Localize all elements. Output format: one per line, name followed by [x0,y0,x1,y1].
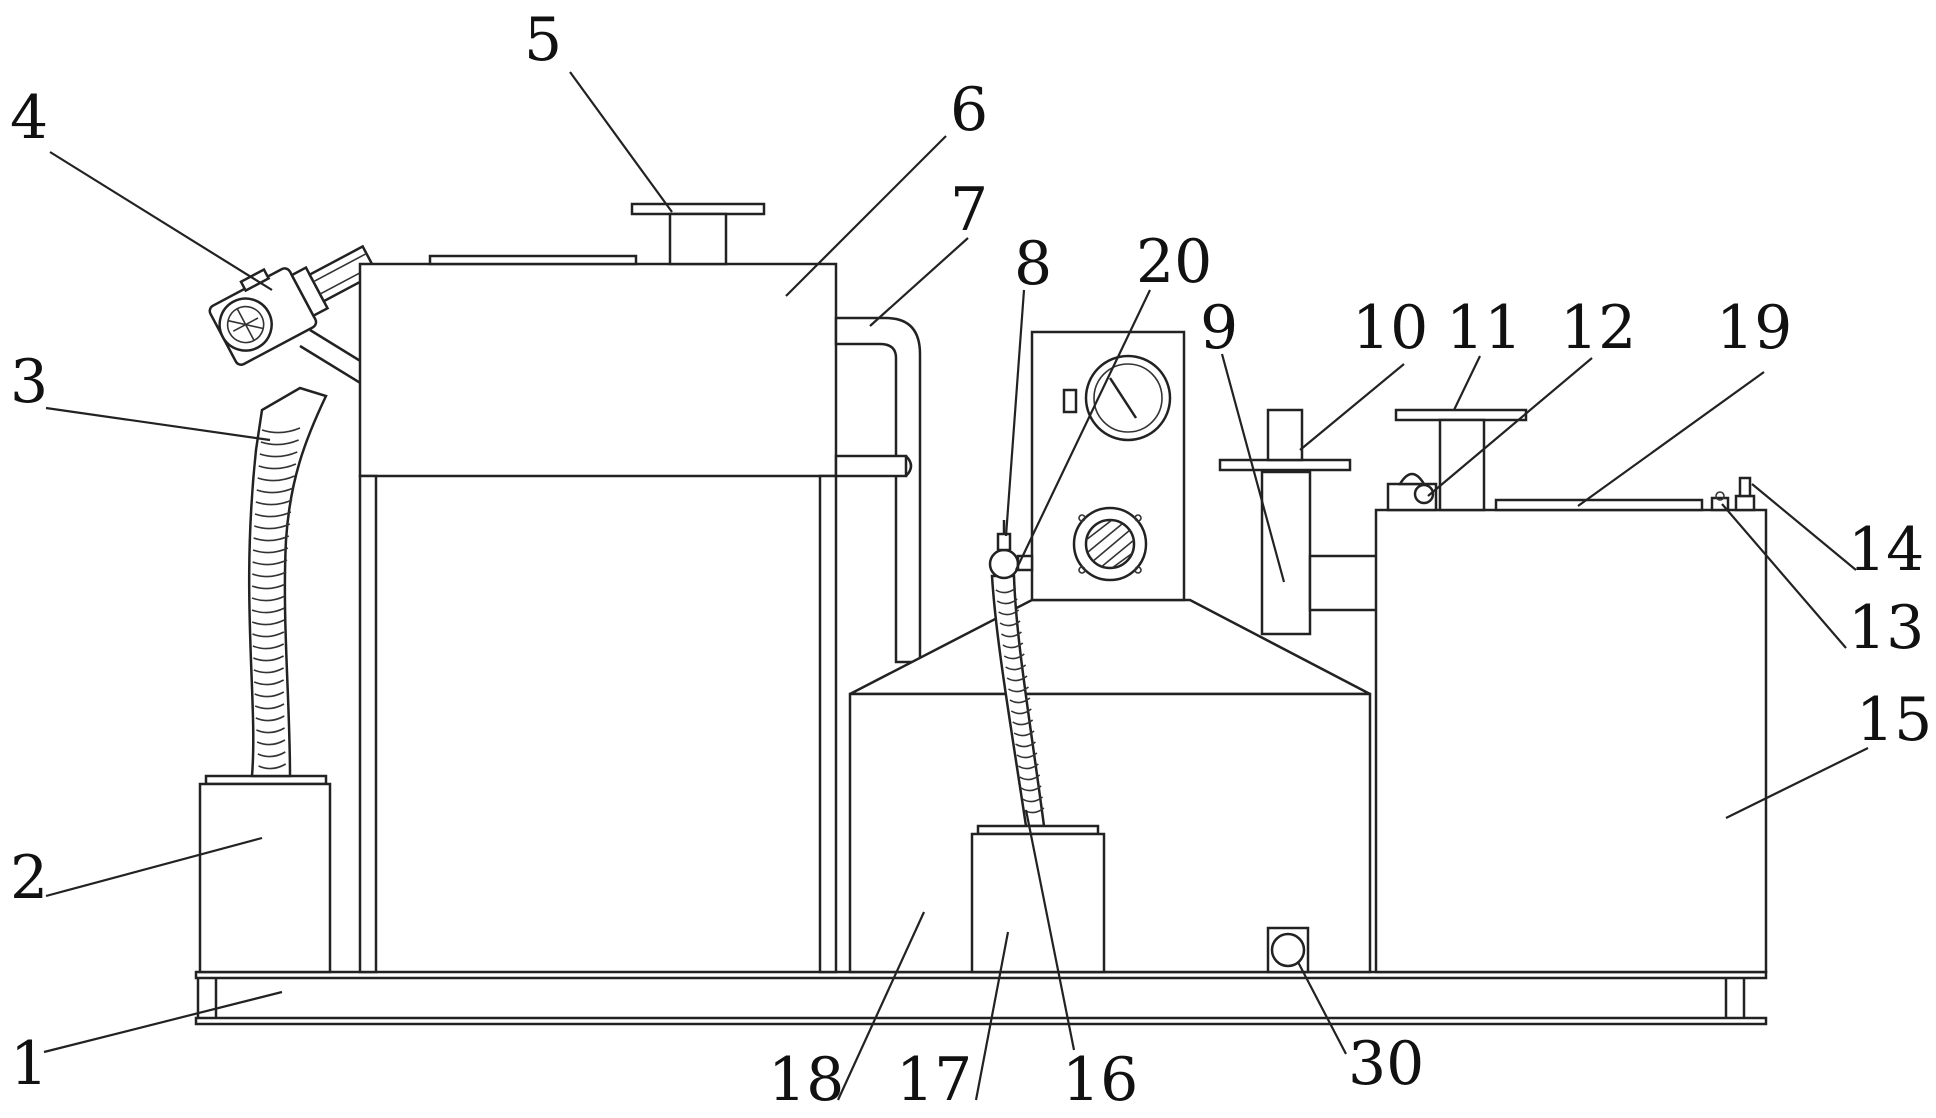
label-11: 11 [1446,293,1522,363]
hose-rib [999,620,1021,627]
label-20: 20 [1136,227,1212,297]
vertical-pipe [1218,408,1380,636]
left-flexible-hose [247,386,328,778]
label-17: 17 [896,1045,972,1113]
hose-rib [1013,730,1035,737]
left-collection-bucket [198,774,332,974]
hose-rib [256,727,285,734]
hose-rib [254,511,292,518]
hose-rib [258,463,297,470]
hose-rib [1016,752,1038,759]
hose-rib [1001,631,1022,638]
control-box [1030,330,1186,602]
label-2: 2 [10,843,48,913]
hose-rib [252,559,288,566]
hose-rib [1019,774,1041,781]
label-18: 18 [768,1045,844,1113]
part-labels: 1 2 3 4 5 6 7 8 20 9 10 11 12 19 14 13 1… [10,5,1932,1115]
right-tank [1374,408,1768,974]
label-19: 19 [1716,293,1792,363]
hose-rib [1008,686,1029,693]
label-8: 8 [1014,229,1052,299]
hose-rib [1009,697,1031,704]
hose-rib [252,571,287,578]
label-15: 15 [1856,685,1932,755]
hose-rib [254,691,285,698]
hose-rib [252,631,285,638]
hose-rib [256,739,286,746]
pump-motor [208,244,379,386]
hose-rib [251,607,285,614]
hose-rib [996,598,1018,605]
hose-rib [251,583,286,590]
hose-rib [254,523,291,530]
label-14: 14 [1848,515,1924,585]
hose-rib [1012,719,1034,726]
middle-hopper-tank [848,598,1372,974]
hose-rib [252,547,289,554]
hose-rib [998,609,1020,616]
hose-rib [255,499,293,506]
label-1: 1 [10,1029,48,1099]
hose-rib [1006,675,1028,682]
label-5: 5 [524,5,562,75]
hose-rib [1002,642,1024,649]
hose-rib [1003,653,1025,660]
hose-rib [253,535,290,542]
hose-rib [1022,796,1044,803]
hose-rib [255,715,285,722]
hose-rib [252,643,285,650]
hose-rib [251,619,285,626]
hose-rib [253,679,285,686]
hose-rib [1010,708,1032,715]
label-16: 16 [1062,1045,1138,1113]
upper-tank [358,254,838,974]
hose-rib [260,439,299,446]
hose-rib [257,475,295,482]
hose-rib [1015,741,1036,748]
drain-outlet [1266,926,1310,974]
base-frame [194,970,1768,1026]
label-12: 12 [1560,293,1636,363]
label-9: 9 [1200,293,1238,363]
hose-rib [259,451,298,458]
hose-rib [257,751,286,758]
hose-rib [251,595,286,602]
label-13: 13 [1848,593,1924,663]
hose-rib [256,487,294,494]
hose-rib [258,763,287,770]
middle-collection-bucket [970,824,1106,974]
label-30: 30 [1348,1029,1424,1099]
label-4: 4 [10,83,48,153]
top-flange-pipe [630,202,766,266]
hose-rib [1017,763,1039,770]
hose-rib [253,655,284,662]
label-6: 6 [950,75,988,145]
hose-rib [253,667,284,674]
middle-flexible-hose [990,574,1046,828]
label-10: 10 [1352,293,1428,363]
hose-rib [254,703,285,710]
hose-rib [1020,785,1042,792]
connecting-pipe [834,316,922,664]
hose-rib [261,427,301,434]
valve [988,520,1034,580]
hose-rib [995,587,1017,594]
label-7: 7 [950,175,988,245]
label-3: 3 [10,347,48,417]
hose-rib [1005,664,1027,671]
leader-lines [43,71,1869,1101]
